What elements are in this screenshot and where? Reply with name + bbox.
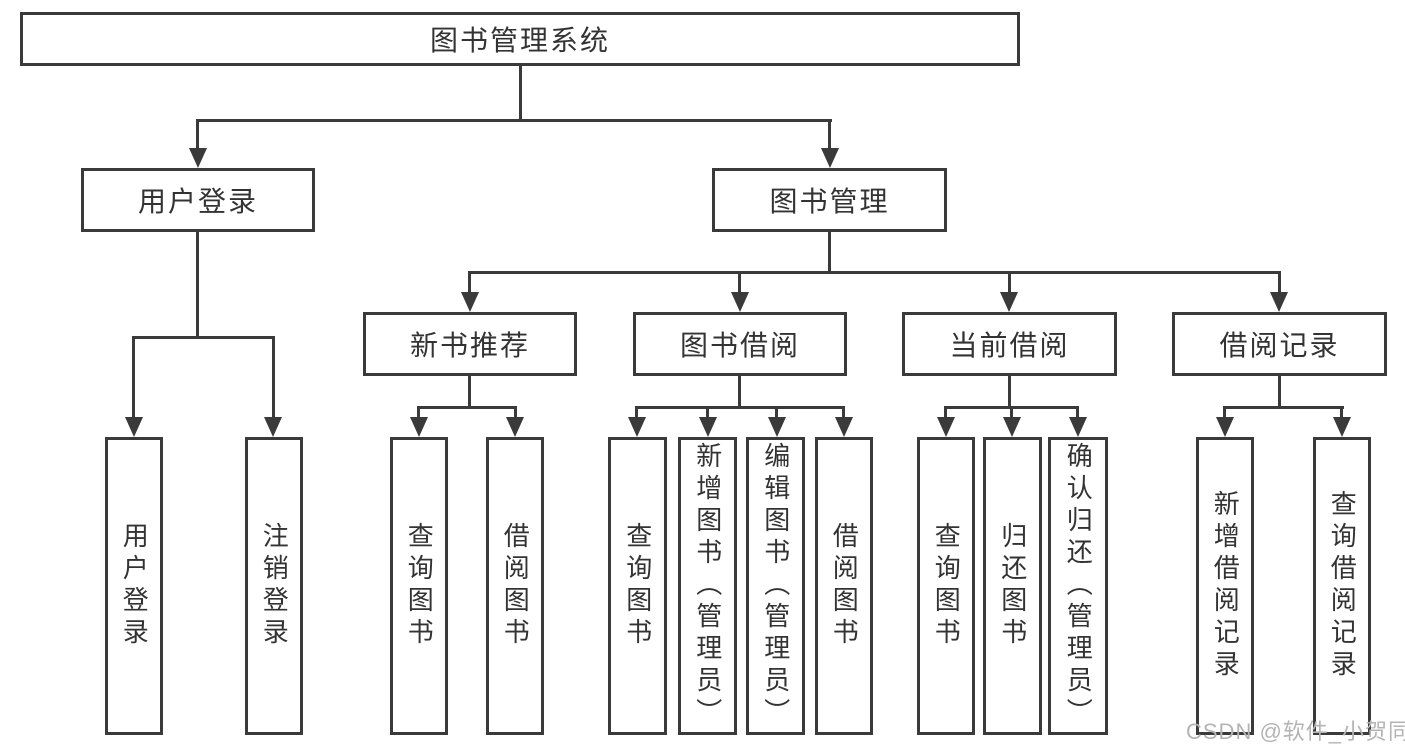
- connector-drop: [417, 406, 420, 419]
- connector-drop: [468, 271, 471, 294]
- arrow-down-icon: [189, 148, 207, 168]
- arrow-down-icon: [264, 417, 282, 437]
- leaf-edit-books-admin: 编辑图书（管理员）: [746, 437, 805, 735]
- connector-rail: [636, 406, 845, 409]
- leaf-borrow-books: 借阅图书: [815, 437, 873, 735]
- connector-root-rail: [197, 119, 832, 122]
- watermark: CSDN @软件_小贺同学: [1186, 719, 1405, 744]
- connector-drop: [635, 406, 638, 419]
- connector-stem: [1008, 376, 1011, 406]
- arrow-down-icon: [1333, 417, 1351, 437]
- connector-drop: [828, 119, 831, 150]
- node-root-library-system: 图书管理系统: [20, 12, 1020, 66]
- leaf-query-books-borrowing: 查询图书: [608, 437, 667, 735]
- leaf-logout: 注销登录: [245, 437, 303, 735]
- node-new-book-recommend: 新书推荐: [363, 312, 577, 376]
- connector-book-mgmt-stem: [828, 232, 831, 271]
- node-label: 编辑图书（管理员）: [760, 442, 791, 730]
- connector-stem: [738, 376, 741, 406]
- connector-drop: [196, 119, 199, 150]
- arrow-down-icon: [768, 417, 786, 437]
- node-label: 借阅记录: [1219, 330, 1340, 361]
- connector-drop: [1008, 271, 1011, 294]
- connector-stem: [468, 376, 471, 406]
- node-label: 图书管理系统: [429, 25, 610, 56]
- node-label: 图书管理: [769, 186, 890, 217]
- arrow-down-icon: [699, 417, 717, 437]
- leaf-add-borrow-record: 新增借阅记录: [1196, 437, 1254, 735]
- connector-rail: [1223, 406, 1344, 409]
- node-book-management: 图书管理: [712, 168, 947, 232]
- connector-root-stem: [519, 66, 522, 119]
- node-label: 归还图书: [997, 522, 1028, 650]
- node-label: 借阅图书: [500, 522, 531, 650]
- node-label: 借阅图书: [829, 522, 860, 650]
- node-label: 用户登录: [119, 522, 150, 650]
- arrow-down-icon: [821, 148, 839, 168]
- connector-drop: [272, 336, 275, 419]
- connector-drop: [132, 336, 135, 419]
- node-label: 确认归还（管理员）: [1063, 442, 1094, 730]
- connector-user-login-rail: [133, 336, 275, 339]
- arrow-down-icon: [410, 417, 428, 437]
- node-label: 新增借阅记录: [1210, 490, 1241, 682]
- connector-drop: [1340, 406, 1343, 419]
- connector-drop: [1223, 406, 1226, 419]
- connector-drop: [1076, 406, 1079, 419]
- connector-stem: [1278, 376, 1281, 406]
- leaf-borrow-books-recommend: 借阅图书: [486, 437, 544, 735]
- node-label: 注销登录: [259, 522, 290, 650]
- arrow-down-icon: [937, 417, 955, 437]
- node-label: 查询图书: [404, 522, 435, 650]
- arrow-down-icon: [125, 417, 143, 437]
- connector-user-login-stem: [196, 232, 199, 336]
- arrow-down-icon: [1069, 417, 1087, 437]
- leaf-user-login: 用户登录: [105, 437, 163, 735]
- node-book-borrowing: 图书借阅: [633, 312, 847, 376]
- leaf-add-books-admin: 新增图书（管理员）: [678, 437, 737, 735]
- connector-book-mgmt-rail: [469, 271, 1281, 274]
- connector-rail: [418, 406, 517, 409]
- arrow-down-icon: [1270, 292, 1288, 312]
- node-label: 新书推荐: [409, 330, 530, 361]
- node-label: 查询图书: [931, 522, 962, 650]
- node-current-borrowing: 当前借阅: [902, 312, 1117, 376]
- connector-drop: [775, 406, 778, 419]
- leaf-query-books-recommend: 查询图书: [390, 437, 448, 735]
- node-label: 新增图书（管理员）: [692, 442, 723, 730]
- connector-drop: [514, 406, 517, 419]
- arrow-down-icon: [835, 417, 853, 437]
- arrow-down-icon: [506, 417, 524, 437]
- arrow-down-icon: [628, 417, 646, 437]
- node-borrowing-records: 借阅记录: [1172, 312, 1387, 376]
- arrow-down-icon: [1000, 292, 1018, 312]
- connector-drop: [944, 406, 947, 419]
- arrow-down-icon: [731, 292, 749, 312]
- node-label: 查询借阅记录: [1327, 490, 1358, 682]
- node-label: 当前借阅: [949, 330, 1070, 361]
- leaf-confirm-return-admin: 确认归还（管理员）: [1048, 437, 1108, 735]
- leaf-return-books: 归还图书: [983, 437, 1042, 735]
- arrow-down-icon: [1216, 417, 1234, 437]
- node-label: 用户登录: [137, 186, 258, 217]
- connector-drop: [842, 406, 845, 419]
- connector-drop: [1278, 271, 1281, 294]
- connector-drop: [738, 271, 741, 294]
- arrow-down-icon: [461, 292, 479, 312]
- node-user-login: 用户登录: [81, 168, 315, 232]
- leaf-query-books-current: 查询图书: [917, 437, 975, 735]
- connector-drop: [706, 406, 709, 419]
- node-label: 图书借阅: [679, 330, 800, 361]
- arrow-down-icon: [1003, 417, 1021, 437]
- leaf-query-borrow-record: 查询借阅记录: [1313, 437, 1371, 735]
- connector-drop: [1010, 406, 1013, 419]
- node-label: 查询图书: [622, 522, 653, 650]
